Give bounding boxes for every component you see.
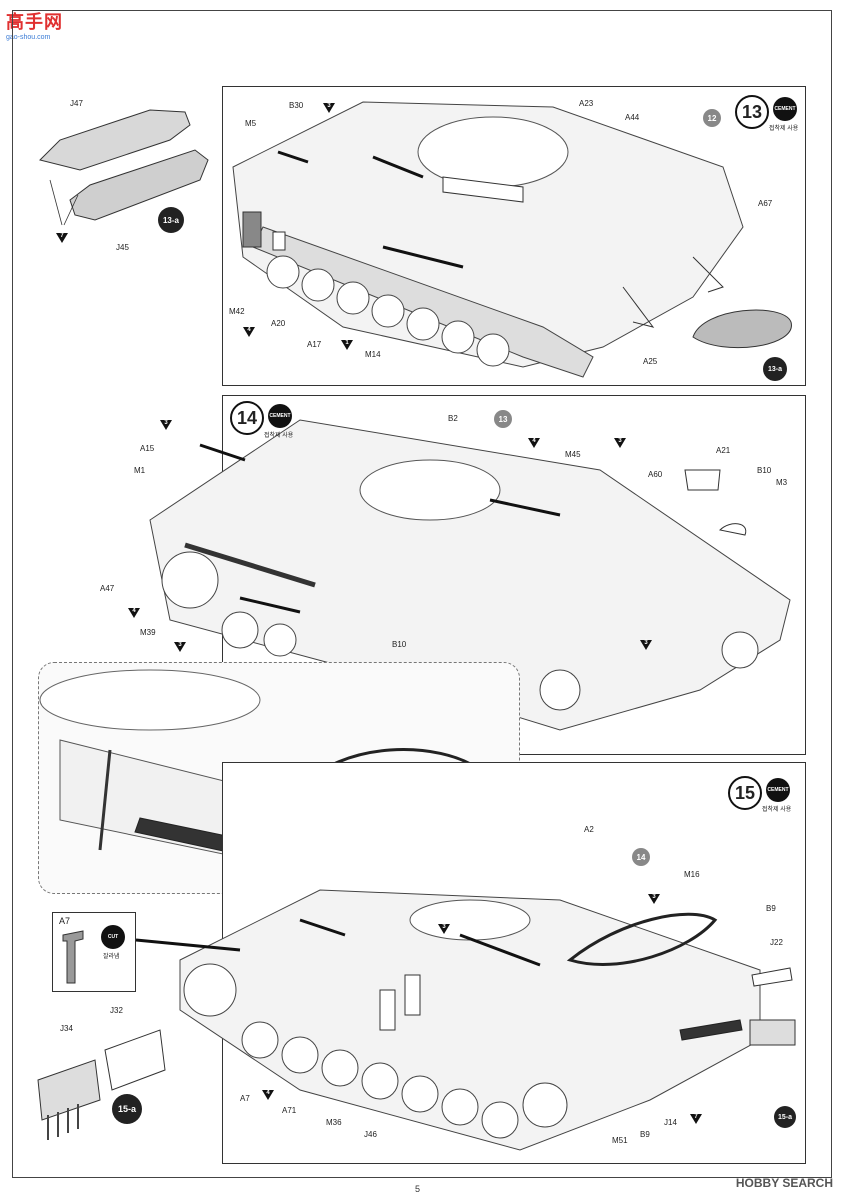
- part-label: A60: [648, 470, 663, 479]
- instruction-sheet: [12, 10, 832, 1178]
- step-marker: 4: [528, 438, 540, 448]
- cement-icon: CEMENT: [268, 404, 292, 428]
- step-marker: 7: [56, 233, 68, 243]
- reference-step-badge: 13: [494, 410, 512, 428]
- part-label: B30: [289, 101, 304, 110]
- step-marker: 1: [341, 340, 353, 350]
- part-label: M1: [134, 466, 146, 475]
- cut-icon: CUT: [101, 925, 125, 949]
- step-number: 13: [735, 95, 769, 129]
- logo-subtitle: gao-shou.com: [6, 34, 51, 41]
- step-marker: 3: [174, 642, 186, 652]
- sub-assembly-badge: 13-a: [158, 207, 184, 233]
- part-label: A20: [271, 319, 286, 328]
- part-label: J47: [70, 99, 83, 108]
- sub-assembly-badge: 15-a: [112, 1094, 142, 1124]
- part-label: B10: [757, 466, 772, 475]
- step-marker: 4: [262, 1090, 274, 1100]
- part-label: A7: [240, 1094, 250, 1103]
- part-label: A2: [584, 825, 594, 834]
- sub-assembly-badge: 13-a: [763, 357, 787, 381]
- part-label: A25: [643, 357, 658, 366]
- part-label: J45: [116, 243, 129, 252]
- part-label: M3: [776, 478, 788, 487]
- part-label: J14: [664, 1118, 677, 1127]
- part-label: A67: [758, 199, 773, 208]
- part-label: A21: [716, 446, 731, 455]
- part-label: B10: [392, 640, 407, 649]
- reference-step-badge: 14: [632, 848, 650, 866]
- cut-caption: 잘라냄: [103, 954, 120, 960]
- watermark: HOBBY SEARCH: [735, 1176, 833, 1190]
- step-marker: 3: [640, 640, 652, 650]
- step-number: 15: [728, 776, 762, 810]
- step-marker: 4: [128, 608, 140, 618]
- step-number: 14: [230, 401, 264, 435]
- part-label: A15: [140, 444, 155, 453]
- part-label: M42: [229, 307, 245, 316]
- step-13-hull-drawing: [232, 101, 792, 378]
- step-marker: 3: [648, 894, 660, 904]
- sub-assembly-badge: 15-a: [774, 1106, 796, 1128]
- cement-caption: 접착제 사용: [769, 126, 799, 132]
- part-label: M39: [140, 628, 156, 637]
- part-label: J22: [770, 938, 783, 947]
- cement-icon: CEMENT: [773, 97, 797, 121]
- part-label: M51: [612, 1136, 628, 1145]
- cement-icon: CEMENT: [766, 778, 790, 802]
- step-13-panel: B30 M5 M42 A20 A17 M14 A23 A44 A67 A25 3…: [222, 86, 806, 386]
- a7-cut-detail: A7 CUT 잘라냄: [52, 912, 136, 992]
- part-label: A71: [282, 1106, 297, 1115]
- site-logo: 高手网 gao-shou.com: [6, 8, 63, 41]
- part-label: A47: [100, 584, 115, 593]
- step-marker: 4: [243, 327, 255, 337]
- reference-step-badge: 12: [703, 109, 721, 127]
- step-marker: 7: [690, 1114, 702, 1124]
- part-label: M5: [245, 119, 257, 128]
- step-marker: 3: [160, 420, 172, 430]
- logo-title: 高手网: [6, 12, 63, 32]
- step-marker: 3: [438, 924, 450, 934]
- step-marker: 3: [614, 438, 626, 448]
- part-label: M16: [684, 870, 700, 879]
- part-label: M36: [326, 1118, 342, 1127]
- part-label: J34: [60, 1024, 73, 1033]
- part-label: B9: [640, 1130, 650, 1139]
- part-label: J32: [110, 1006, 123, 1015]
- part-label: J46: [364, 1130, 377, 1139]
- cement-caption: 접착제 사용: [762, 807, 792, 813]
- part-label: A44: [625, 113, 640, 122]
- part-label: A23: [579, 99, 594, 108]
- step-marker: 3: [323, 103, 335, 113]
- cement-caption: 접착제 사용: [264, 433, 294, 439]
- a7-part-drawing: [62, 930, 84, 984]
- part-label: B2: [448, 414, 458, 423]
- part-label: B9: [766, 904, 776, 913]
- part-label: A17: [307, 340, 322, 349]
- page-number: 5: [415, 1184, 421, 1194]
- part-label: M14: [365, 350, 381, 359]
- part-label: M45: [565, 450, 581, 459]
- part-label: A7: [59, 916, 71, 926]
